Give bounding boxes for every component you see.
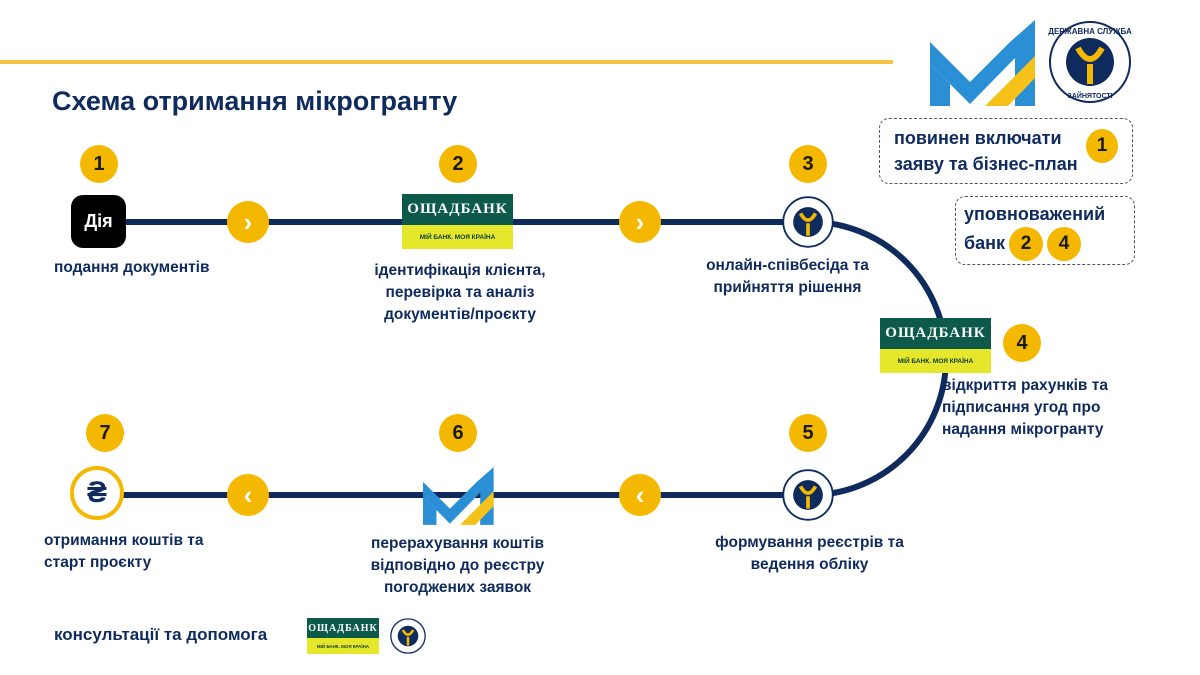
page-title: Схема отримання мікрогранту (52, 86, 458, 116)
chevron-left-icon: ‹ (227, 474, 269, 516)
step-7-badge: 7 (86, 414, 124, 452)
employment-service-emblem: ДЕРЖАВНА СЛУЖБА ЗАЙНЯТОСТІ (1048, 20, 1132, 104)
step-2-badge: 2 (439, 145, 477, 183)
step-7-caption: отримання коштів та старт проєкту (44, 532, 204, 571)
microgrant-m-logo (930, 20, 1035, 106)
step-5-caption: формування реєстрів та ведення обліку (715, 534, 904, 573)
note2-text2: банк (964, 232, 1006, 253)
top-accent-line (0, 60, 893, 64)
step-3-caption: онлайн-співбесіда та прийняття рішення (706, 257, 869, 296)
step-1-badge: 1 (80, 145, 118, 183)
chevron-left-icon: ‹ (619, 474, 661, 516)
chevron-right-icon: › (619, 201, 661, 243)
step-6-caption: перерахування коштів відповідно до реєст… (370, 535, 545, 596)
chevron-right-icon: › (227, 201, 269, 243)
step-3-badge: 3 (789, 145, 827, 183)
footer-emblem (390, 618, 426, 654)
step3-emblem (782, 196, 834, 248)
emblem-text-bottom: ЗАЙНЯТОСТІ (1067, 91, 1112, 100)
diia-logo: Дія (71, 195, 126, 248)
step5-emblem (782, 469, 834, 521)
step-5-badge: 5 (789, 414, 827, 452)
step-4-caption: відкриття рахунків та підписання угод пр… (942, 377, 1108, 438)
step-2-caption: ідентифікація клієнта, перевірка та анал… (374, 262, 546, 323)
note1-ref-badge: 1 (1086, 129, 1118, 163)
note2-ref-badge: 2 (1009, 227, 1044, 261)
note1-text: повинен включати заяву та бізнес-план (894, 128, 1078, 174)
footer-consultation-text: консультації та допомога (54, 625, 268, 644)
step-4-badge: 4 (1003, 324, 1041, 362)
note2-ref-badge: 4 (1047, 227, 1082, 261)
step-1-caption: подання документів (54, 259, 210, 276)
emblem-text-top: ДЕРЖАВНА СЛУЖБА (1048, 27, 1132, 36)
hryvnia-icon: ₴ (70, 466, 124, 520)
note2-text1: уповноважений (964, 204, 1106, 224)
step-6-badge: 6 (439, 414, 477, 452)
microgrant-m-logo (423, 467, 494, 525)
